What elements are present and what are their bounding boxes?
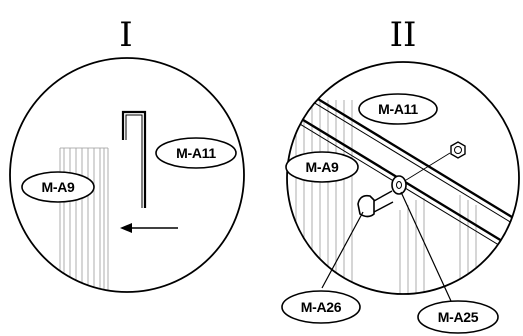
panel-1: I [9,15,245,293]
callout-post-label: M-A9 [41,179,75,195]
callout-clip-label: M-A11 [176,145,216,161]
callout-washer-label: M-A25 [438,309,479,325]
leader-bolt [321,211,364,289]
diagonal-rail [289,80,519,265]
post-stripes-2 [295,100,477,294]
panel-2-detail-circle [286,61,520,295]
panel-1-numeral: I [119,15,132,55]
callout-bolt-label: M-A26 [301,299,342,315]
washer-icon [391,175,407,195]
panel-2: II [281,15,520,334]
panel-2-detail [289,80,519,294]
panel-1-detail [59,110,178,292]
callout-post-2: M-A9 [285,151,359,183]
callout-rail: M-A11 [358,93,438,125]
arrow-left-icon [120,223,178,233]
u-clip [121,110,147,208]
nut-icon [450,141,466,159]
callout-rail-label: M-A11 [378,101,418,117]
panel-1-detail-circle [9,57,245,293]
post-stripes [59,147,109,292]
callout-post-2-label: M-A9 [305,159,339,175]
callout-post: M-A9 [21,171,95,203]
leader-washer [400,191,452,302]
callout-bolt: M-A26 [281,290,361,324]
panel-2-numeral: II [390,15,417,55]
bolt-icon [357,190,394,218]
callout-clip: M-A11 [155,137,237,169]
callout-washer: M-A25 [417,300,499,334]
